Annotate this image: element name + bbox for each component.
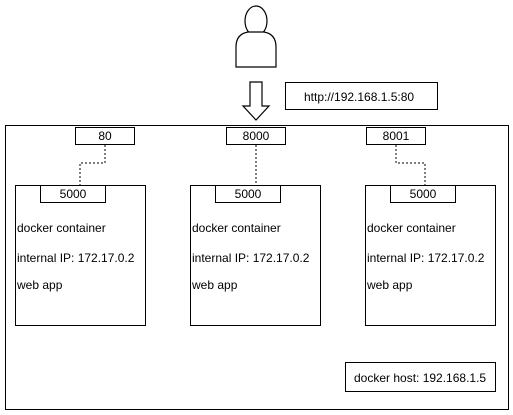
- container-app: web app: [192, 278, 238, 292]
- docker-host-label-box: docker host: 192.168.1.5: [345, 362, 496, 392]
- container-app: web app: [367, 278, 413, 292]
- container-title: docker container: [192, 221, 281, 235]
- container-1: docker container internal IP: 172.17.0.2…: [15, 185, 146, 326]
- container-title: docker container: [17, 221, 106, 235]
- container-1-port: 5000: [40, 185, 106, 203]
- request-url-box: http://192.168.1.5:80: [285, 82, 438, 110]
- connector-8001-container3: [395, 145, 426, 185]
- container-2: docker container internal IP: 172.17.0.2…: [190, 185, 321, 326]
- request-url-label: http://192.168.1.5:80: [304, 90, 415, 104]
- docker-host-label: docker host: 192.168.1.5: [354, 371, 487, 385]
- host-port-80: 80: [75, 127, 135, 145]
- host-port-8000: 8000: [226, 127, 286, 145]
- container-ip: internal IP: 172.17.0.2: [192, 251, 310, 265]
- container-ip: internal IP: 172.17.0.2: [17, 251, 135, 265]
- docker-host-box: [5, 125, 509, 410]
- container-app: web app: [17, 278, 63, 292]
- connector-80-container1: [79, 145, 106, 185]
- container-2-port: 5000: [215, 185, 281, 203]
- down-arrow-icon: [241, 81, 271, 121]
- container-3: docker container internal IP: 172.17.0.2…: [365, 185, 496, 326]
- user-icon: [235, 5, 277, 68]
- host-port-8001: 8001: [366, 127, 426, 145]
- container-title: docker container: [367, 221, 456, 235]
- container-3-port: 5000: [390, 185, 456, 203]
- container-ip: internal IP: 172.17.0.2: [367, 251, 485, 265]
